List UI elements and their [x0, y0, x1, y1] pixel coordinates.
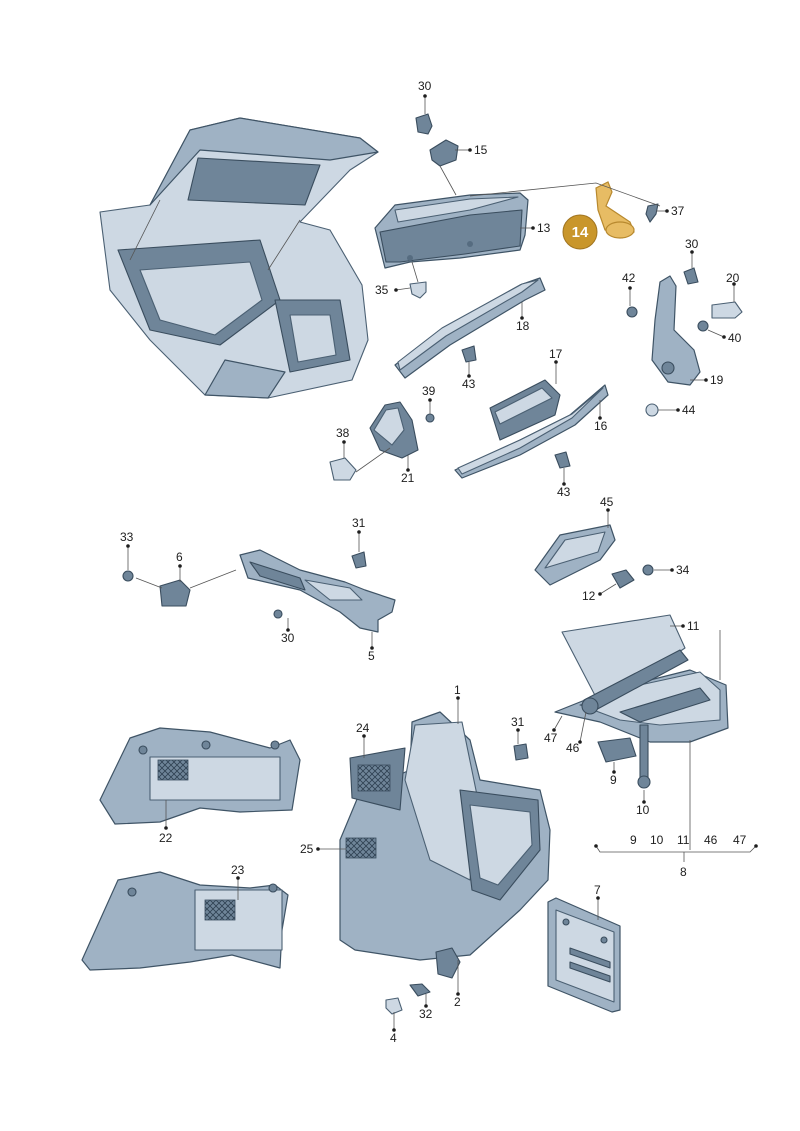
callout-13[interactable]: 13 [537, 221, 551, 235]
callout-25[interactable]: 25 [300, 842, 314, 856]
callout-46[interactable]: 46 [566, 741, 580, 755]
callout-9[interactable]: 9 [610, 773, 617, 787]
callout-44[interactable]: 44 [682, 403, 696, 417]
callout-39[interactable]: 39 [422, 384, 436, 398]
callout-2[interactable]: 2 [454, 995, 461, 1009]
callout-labels: 30 15 13 37 35 18 43 17 16 43 30 20 42 4… [120, 79, 747, 1045]
callout-30[interactable]: 30 [685, 237, 699, 251]
sill-trim-18 [394, 277, 546, 379]
callout-21[interactable]: 21 [401, 471, 415, 485]
callout-1[interactable]: 1 [454, 683, 461, 697]
group-item-47[interactable]: 47 [733, 833, 747, 847]
callout-11[interactable]: 11 [687, 619, 700, 633]
callout-22[interactable]: 22 [159, 831, 173, 845]
group-item-9[interactable]: 9 [630, 833, 637, 847]
leader-lines [126, 94, 758, 1032]
callout-10[interactable]: 10 [636, 803, 650, 817]
callout-20[interactable]: 20 [726, 271, 740, 285]
callout-17[interactable]: 17 [549, 347, 563, 361]
group-item-10[interactable]: 10 [650, 833, 664, 847]
callout-47[interactable]: 47 [544, 731, 558, 745]
callout-31[interactable]: 31 [352, 516, 366, 530]
callout-12[interactable]: 12 [582, 589, 596, 603]
clip-30-top [415, 113, 433, 135]
side-trim-22 [99, 727, 301, 825]
callout-24[interactable]: 24 [356, 721, 370, 735]
trim-16-handle-17 [454, 379, 609, 479]
parcel-shelf-assembly [554, 614, 729, 789]
callout-18[interactable]: 18 [516, 319, 530, 333]
callout-23[interactable]: 23 [231, 863, 245, 877]
callout-6[interactable]: 6 [176, 550, 183, 564]
car-rear-overview [99, 117, 379, 399]
callout-38[interactable]: 38 [336, 426, 350, 440]
callout-30[interactable]: 30 [418, 79, 432, 93]
trunk-lid-trim-13 [374, 192, 529, 269]
callout-33[interactable]: 33 [120, 530, 134, 544]
callout-5[interactable]: 5 [368, 649, 375, 663]
bracket-45 [534, 524, 654, 589]
side-trim-23 [81, 871, 289, 971]
callout-43[interactable]: 43 [462, 377, 476, 391]
callout-35[interactable]: 35 [375, 283, 389, 297]
callout-4[interactable]: 4 [390, 1031, 397, 1045]
badge-label-14: 14 [572, 224, 589, 241]
bracket-21 [329, 401, 435, 481]
clip-35 [409, 281, 427, 299]
callout-34[interactable]: 34 [676, 563, 690, 577]
callout-37[interactable]: 37 [671, 204, 685, 218]
callout-7[interactable]: 7 [594, 883, 601, 897]
callout-43[interactable]: 43 [557, 485, 571, 499]
side-panel-5 [122, 549, 396, 633]
callout-40[interactable]: 40 [728, 331, 742, 345]
callout-8[interactable]: 8 [680, 865, 687, 879]
cover-7 [547, 897, 621, 1013]
callout-32[interactable]: 32 [419, 1007, 433, 1021]
callout-30[interactable]: 30 [281, 631, 295, 645]
highlight-badge-14[interactable]: 14 [562, 214, 598, 250]
hinge-19 [626, 267, 743, 417]
callout-19[interactable]: 19 [710, 373, 724, 387]
callout-45[interactable]: 45 [600, 495, 614, 509]
callout-31[interactable]: 31 [511, 715, 525, 729]
highlighted-part-14 [595, 181, 659, 239]
group-item-46[interactable]: 46 [704, 833, 718, 847]
callout-42[interactable]: 42 [622, 271, 636, 285]
callout-15[interactable]: 15 [474, 143, 488, 157]
trunk-liner-1 [339, 711, 551, 1015]
group-item-11[interactable]: 11 [677, 833, 690, 847]
bracket-15 [429, 139, 459, 167]
callout-16[interactable]: 16 [594, 419, 608, 433]
